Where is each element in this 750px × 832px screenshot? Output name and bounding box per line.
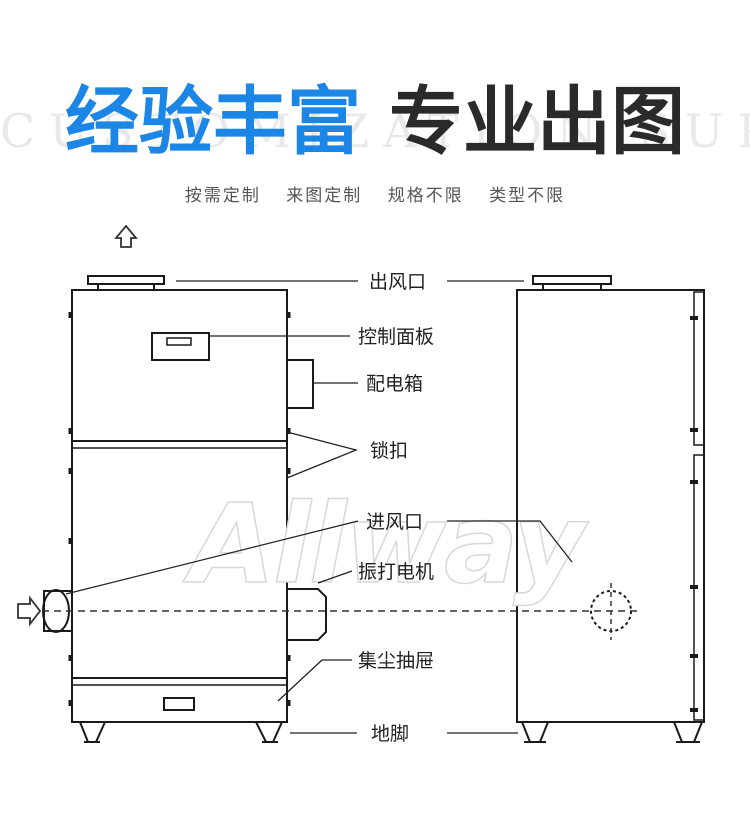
control-display	[166, 337, 192, 346]
right-arrow-icon	[17, 595, 42, 627]
label-lock: 锁扣	[370, 440, 408, 462]
drawer-handle	[163, 697, 195, 711]
page-title: 经验丰富专业出图	[0, 72, 750, 172]
distribution-box	[286, 359, 314, 409]
label-control-panel: 控制面板	[358, 326, 434, 348]
up-arrow-icon	[114, 224, 138, 248]
background-watermark-letters: CUSTOMIZATION SUPPORT	[0, 106, 750, 156]
front-outlet-flange	[87, 275, 165, 285]
vibration-motor	[287, 588, 327, 641]
subtitle-item: 规格不限	[387, 186, 464, 206]
label-outlet: 出风口	[369, 271, 426, 293]
control-panel	[151, 332, 210, 361]
side-foot-right	[672, 721, 704, 743]
label-distribution-box: 配电箱	[366, 373, 423, 395]
front-cabinet	[71, 289, 288, 723]
front-foot-right	[254, 721, 284, 743]
label-foot: 地脚	[371, 723, 409, 745]
side-hinges	[690, 316, 698, 712]
side-foot-left	[520, 721, 550, 743]
title-highlight: 经验丰富	[65, 79, 361, 165]
side-outlet-flange	[532, 275, 612, 285]
label-dust-drawer: 集尘抽屉	[358, 650, 434, 672]
label-vibration-motor: 振打电机	[358, 561, 434, 583]
side-upper-door	[693, 291, 705, 446]
title-main: 专业出图	[389, 79, 685, 165]
label-inlet: 进风口	[366, 511, 423, 533]
front-foot-left	[78, 721, 107, 743]
front-view	[42, 275, 327, 743]
subtitle-item: 按需定制	[184, 186, 261, 206]
subtitle-item: 来图定制	[286, 186, 363, 206]
watermark: Allway	[182, 480, 589, 608]
subtitle-item: 类型不限	[489, 186, 566, 206]
subtitle: 按需定制 来图定制 规格不限 类型不限	[0, 184, 750, 208]
